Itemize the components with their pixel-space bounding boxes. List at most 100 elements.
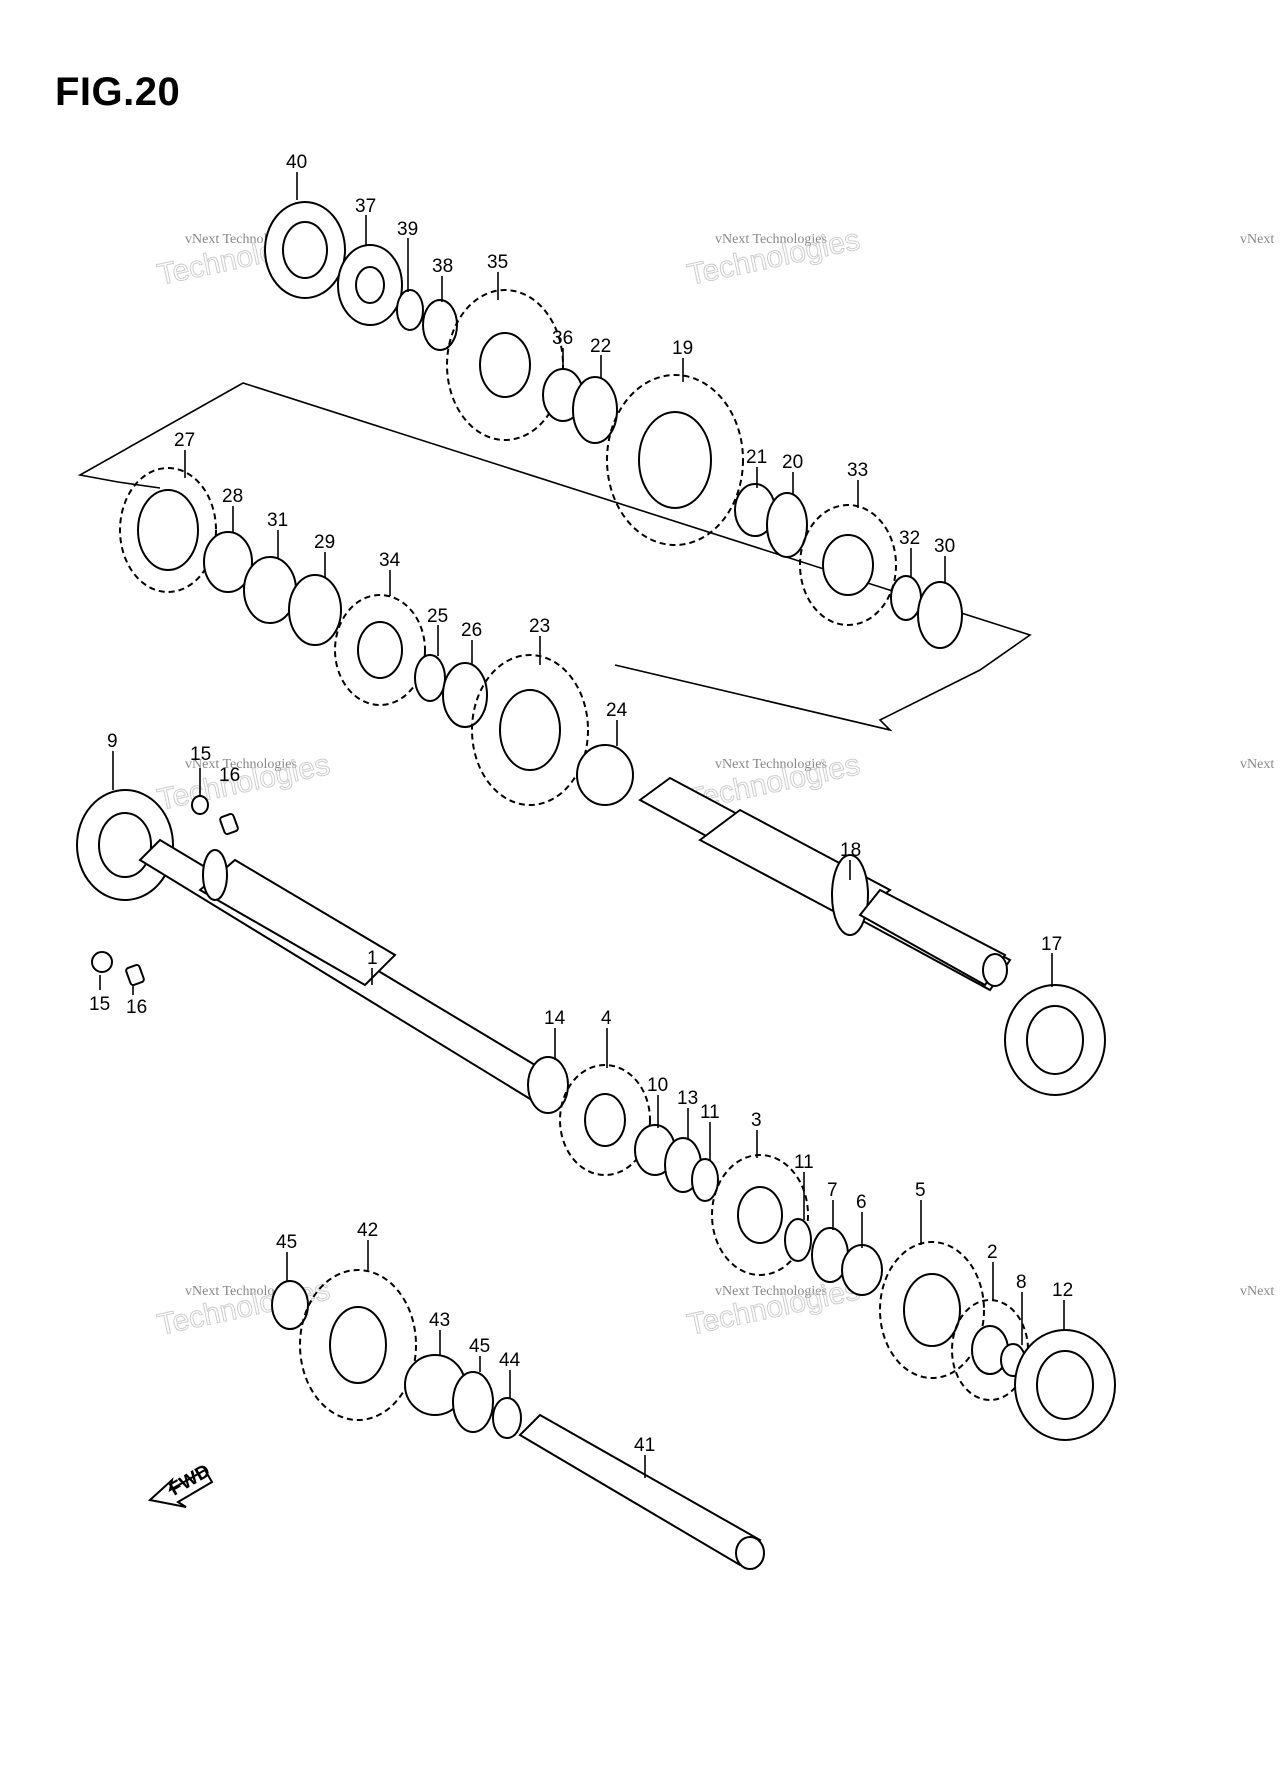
label-17: 17	[1041, 934, 1062, 955]
label-36: 36	[552, 328, 573, 349]
label-42: 42	[357, 1220, 378, 1241]
subassembly-outline	[117, 481, 161, 489]
label-11a: 11	[700, 1102, 720, 1123]
part-45-washer-b	[452, 1371, 494, 1433]
part-37-gear	[337, 244, 403, 326]
part-33-gear	[799, 504, 897, 626]
part-39-circlip	[396, 289, 424, 331]
fwd-arrow-icon: FWD	[147, 1461, 214, 1508]
part-3-gear	[711, 1154, 809, 1276]
subassembly-outline	[77, 382, 1032, 732]
part-4-gear	[559, 1064, 651, 1176]
label-40: 40	[286, 152, 307, 173]
label-26: 26	[461, 620, 482, 641]
watermark-text: vNext	[1240, 757, 1274, 772]
label-15b: 15	[89, 994, 110, 1015]
part-25-circlip	[414, 654, 446, 702]
label-13: 13	[677, 1088, 698, 1109]
label-1: 1	[367, 948, 378, 969]
part-18-shaft	[638, 776, 1012, 992]
part-11-circlip-a	[691, 1158, 719, 1202]
part-35-gear	[446, 289, 564, 441]
label-12: 12	[1052, 1280, 1073, 1301]
part-19-gear	[606, 374, 744, 546]
label-38: 38	[432, 256, 453, 277]
watermark-text: vNext Technologies	[185, 1284, 297, 1299]
part-29-washer	[288, 574, 342, 646]
label-20: 20	[782, 452, 803, 473]
label-4: 4	[601, 1008, 612, 1029]
part-38-washer	[422, 299, 458, 351]
part-15-washer-a	[191, 795, 209, 815]
label-27: 27	[174, 430, 195, 451]
label-3: 3	[751, 1110, 762, 1131]
watermark-text: vNext Technologies	[715, 757, 827, 772]
label-10: 10	[647, 1075, 668, 1096]
watermark-text: vNext Technologies	[185, 757, 297, 772]
label-33: 33	[847, 460, 868, 481]
label-21: 21	[746, 447, 767, 468]
label-32: 32	[899, 528, 920, 549]
part-30-washer	[917, 581, 963, 649]
label-28: 28	[222, 486, 243, 507]
part-12-bearing	[1014, 1329, 1116, 1441]
watermark-text: vNext Technologies	[715, 1284, 827, 1299]
part-32-circlip	[890, 575, 922, 621]
part-5-gear	[879, 1241, 985, 1379]
label-43: 43	[429, 1310, 450, 1331]
label-19: 19	[672, 338, 693, 359]
label-5: 5	[915, 1180, 926, 1201]
label-15a: 15	[190, 744, 211, 765]
label-23: 23	[529, 616, 550, 637]
label-34: 34	[379, 550, 401, 571]
part-1-shaft	[138, 838, 562, 1107]
label-35: 35	[487, 252, 508, 273]
watermark-text: vNext	[1240, 232, 1274, 247]
part-9-bearing	[76, 789, 174, 901]
label-16b: 16	[126, 997, 147, 1018]
part-16-bolt-b	[125, 963, 145, 987]
label-7: 7	[827, 1180, 838, 1201]
part-17-bearing	[1004, 984, 1106, 1096]
label-41: 41	[634, 1435, 655, 1456]
part-20-washer	[766, 492, 808, 558]
label-8: 8	[1016, 1272, 1027, 1293]
label-16a: 16	[219, 765, 240, 786]
part-16-bolt-a	[219, 812, 239, 836]
watermark-text: vNext	[1240, 1284, 1274, 1299]
label-37: 37	[355, 196, 376, 217]
figure-title: FIG.20	[55, 70, 181, 114]
part-15-washer-b	[91, 951, 113, 973]
label-25: 25	[427, 606, 448, 627]
watermark-text: vNext Technologies	[715, 232, 827, 247]
label-6: 6	[856, 1192, 867, 1213]
label-45b: 45	[469, 1336, 490, 1357]
label-18: 18	[840, 840, 861, 861]
label-24: 24	[606, 700, 628, 721]
label-14: 14	[544, 1008, 566, 1029]
part-labels: 40 37 39 38 35 36 22 19 27 28 31 29 34 2…	[89, 152, 1073, 1456]
part-42-gear	[299, 1269, 417, 1421]
part-27-gear	[119, 467, 217, 593]
label-2: 2	[987, 1242, 998, 1263]
label-9: 9	[107, 731, 118, 752]
part-44-circlip	[492, 1397, 522, 1439]
label-30: 30	[934, 536, 955, 557]
label-22: 22	[590, 336, 611, 357]
part-28-bearing	[203, 531, 253, 593]
part-41-shaft	[518, 1413, 765, 1570]
label-29: 29	[314, 532, 335, 553]
part-14-circlip	[527, 1056, 569, 1114]
part-22-washer	[572, 376, 618, 444]
part-40-bearing	[264, 201, 346, 299]
label-44: 44	[499, 1350, 521, 1371]
leader-lines	[99, 172, 1065, 1478]
part-34-gear	[334, 594, 426, 706]
label-45a: 45	[276, 1232, 297, 1253]
label-39: 39	[397, 219, 418, 240]
label-31: 31	[267, 510, 288, 531]
part-24-bushing	[576, 744, 634, 806]
part-26-washer	[442, 662, 488, 728]
part-6-bushing	[841, 1244, 883, 1296]
